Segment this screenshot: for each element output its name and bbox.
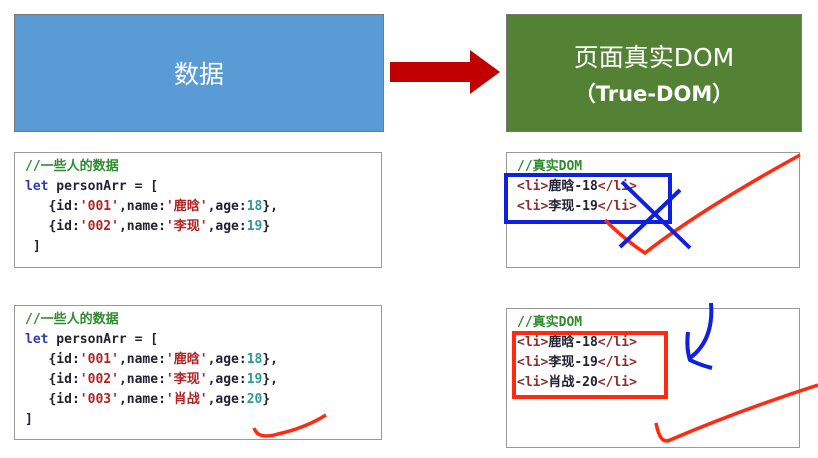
dom-list-item: <li>肖战-20</li>: [517, 373, 789, 393]
dom-token: 肖战-20: [548, 375, 598, 390]
code-close: ]: [25, 237, 371, 257]
code-comment: //一些人的数据: [25, 310, 371, 330]
keyword: let: [25, 179, 49, 194]
code-token: {id:: [48, 219, 80, 234]
code-token: {id:: [48, 392, 80, 407]
dom-token: </li>: [597, 355, 637, 370]
code-token: },: [262, 352, 279, 367]
code-token: ,age:: [207, 352, 247, 367]
dom-list-item: <li>李现-19</li>: [517, 197, 789, 217]
dom-list-item: <li>李现-19</li>: [517, 353, 789, 373]
code-token: },: [262, 372, 279, 387]
blue-highlight-box: [504, 173, 672, 224]
code-token: 18: [246, 352, 263, 367]
code-token: ,age:: [207, 392, 247, 407]
code-token: '002': [79, 219, 119, 234]
code-token: '鹿晗': [165, 352, 208, 367]
code-token: '002': [79, 372, 119, 387]
declaration-text: personArr = [: [48, 332, 159, 347]
data-header: 数据: [14, 14, 384, 132]
code-token: }: [262, 219, 271, 234]
comment-text: //真实DOM: [517, 159, 583, 174]
code-token: '鹿晗': [165, 199, 208, 214]
code-token: {id:: [48, 372, 80, 387]
dom-token: 李现-19: [548, 355, 598, 370]
comment-text: //一些人的数据: [25, 159, 119, 174]
code-row: {id:'002',name:'李现',age:19},: [25, 370, 371, 390]
dom-token: </li>: [597, 179, 637, 194]
dom-token: <li>: [517, 375, 549, 390]
dom-list-item: <li>鹿晗-18</li>: [517, 177, 789, 197]
red-highlight-box: [512, 331, 668, 399]
dom-comment: //真实DOM: [517, 313, 789, 333]
code-token: ,name:: [118, 199, 166, 214]
code-comment: //一些人的数据: [25, 157, 371, 177]
keyword: let: [25, 332, 49, 347]
code-declaration: let personArr = [: [25, 177, 371, 197]
real-dom-header: 页面真实DOM （True-DOM）: [506, 14, 802, 132]
dom-token: </li>: [597, 335, 637, 350]
code-token: 19: [246, 372, 263, 387]
code-token: '001': [79, 199, 119, 214]
blue-curved-arrow: [685, 302, 714, 370]
code-token: '003': [79, 392, 119, 407]
close-bracket: ]: [25, 239, 41, 254]
dom-token: <li>: [517, 335, 549, 350]
right-arrow-icon: [390, 50, 500, 94]
code-token: {id:: [48, 199, 80, 214]
comment-text: //真实DOM: [517, 315, 583, 330]
code-row: {id:'002',name:'李现',age:19}: [25, 217, 371, 237]
code-token: ,age:: [207, 219, 247, 234]
code-token: }: [262, 392, 271, 407]
code-row: {id:'003',name:'肖战',age:20}: [25, 390, 371, 410]
dom-token: 鹿晗-18: [548, 335, 598, 350]
code-token: ,name:: [118, 219, 166, 234]
code-token: ,name:: [118, 352, 166, 367]
dom-token: 鹿晗-18: [548, 179, 598, 194]
code-token: 19: [246, 219, 263, 234]
code-token: },: [262, 199, 279, 214]
red-check-mark: [603, 153, 801, 256]
code-token: ,age:: [207, 199, 247, 214]
comment-text: //一些人的数据: [25, 312, 119, 327]
code-token: ,age:: [207, 372, 247, 387]
dom-token: <li>: [517, 355, 549, 370]
close-bracket: ]: [25, 412, 33, 427]
code-token: {id:: [48, 352, 80, 367]
code-token: ,name:: [118, 392, 166, 407]
blue-cross-mark: [618, 180, 692, 250]
dom-comment: //真实DOM: [517, 157, 789, 177]
dom-token: </li>: [597, 375, 637, 390]
real-dom-header-title: 页面真实DOM: [573, 43, 735, 72]
code-row: {id:'001',name:'鹿晗',age:18},: [25, 197, 371, 217]
data-header-title: 数据: [173, 60, 224, 89]
dom-token: 李现-19: [548, 199, 598, 214]
dom-token: </li>: [597, 199, 637, 214]
code-token: '肖战': [165, 392, 208, 407]
dom-token: <li>: [517, 179, 549, 194]
code-token: 20: [246, 392, 263, 407]
code-token: '李现': [165, 372, 208, 387]
code-close: ]: [25, 410, 371, 430]
code-declaration: let personArr = [: [25, 330, 371, 350]
red-underline-mark: [252, 413, 327, 438]
red-check-mark-bottom: [654, 383, 818, 443]
dom-list-item: <li>鹿晗-18</li>: [517, 333, 789, 353]
real-dom-header-subtitle: （True-DOM）: [574, 82, 734, 106]
code-token: '001': [79, 352, 119, 367]
code-row: {id:'001',name:'鹿晗',age:18},: [25, 350, 371, 370]
declaration-text: personArr = [: [48, 179, 159, 194]
dom-token: <li>: [517, 199, 549, 214]
code-token: '李现': [165, 219, 208, 234]
code-token: ,name:: [118, 372, 166, 387]
code-token: 18: [246, 199, 263, 214]
